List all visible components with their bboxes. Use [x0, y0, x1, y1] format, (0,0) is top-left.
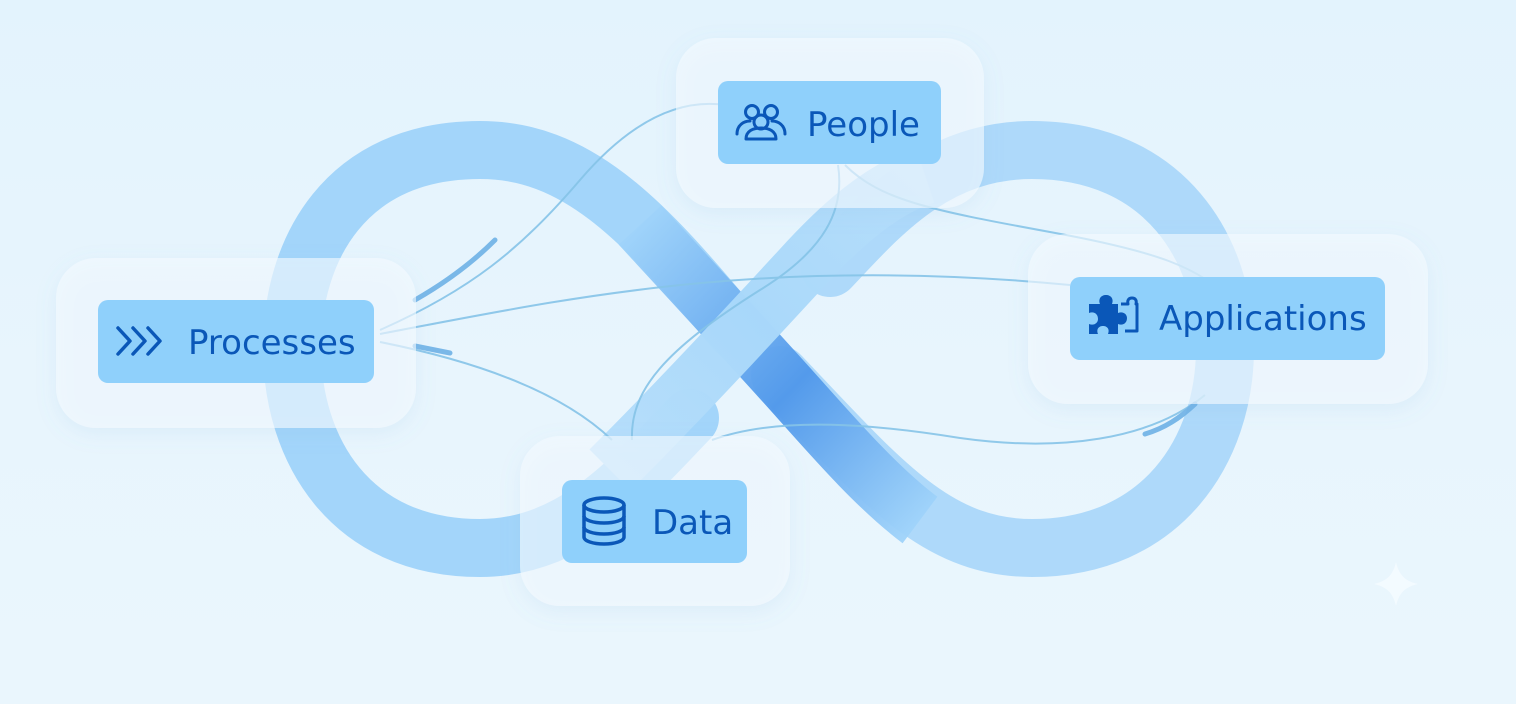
link-data-applications	[711, 394, 1206, 445]
database-icon	[582, 496, 626, 546]
applications-label: Applications	[1159, 299, 1367, 339]
node-applications[interactable]: Applications	[1070, 277, 1385, 360]
people-group-icon	[735, 104, 787, 141]
processes-box[interactable]	[98, 300, 374, 383]
link-processes-data-accent	[412, 343, 453, 356]
link-people-data	[630, 164, 841, 441]
link-processes-applications	[379, 274, 1071, 335]
puzzle-piece-icon	[1089, 295, 1139, 334]
node-processes[interactable]: Processes	[98, 300, 374, 383]
node-people[interactable]: People	[718, 81, 941, 164]
chevrons-right-icon	[116, 326, 162, 356]
people-label: People	[807, 105, 920, 145]
processes-label: Processes	[188, 323, 356, 363]
applications-box[interactable]	[1070, 277, 1385, 360]
sparkle-icon	[1374, 562, 1418, 606]
infinity-loop-cross-under	[618, 205, 938, 544]
people-box[interactable]	[718, 81, 941, 164]
node-data[interactable]: Data	[562, 480, 747, 563]
data-label: Data	[652, 503, 733, 543]
link-data-applications-accent	[1142, 401, 1198, 437]
link-processes-people-accent	[412, 237, 498, 303]
